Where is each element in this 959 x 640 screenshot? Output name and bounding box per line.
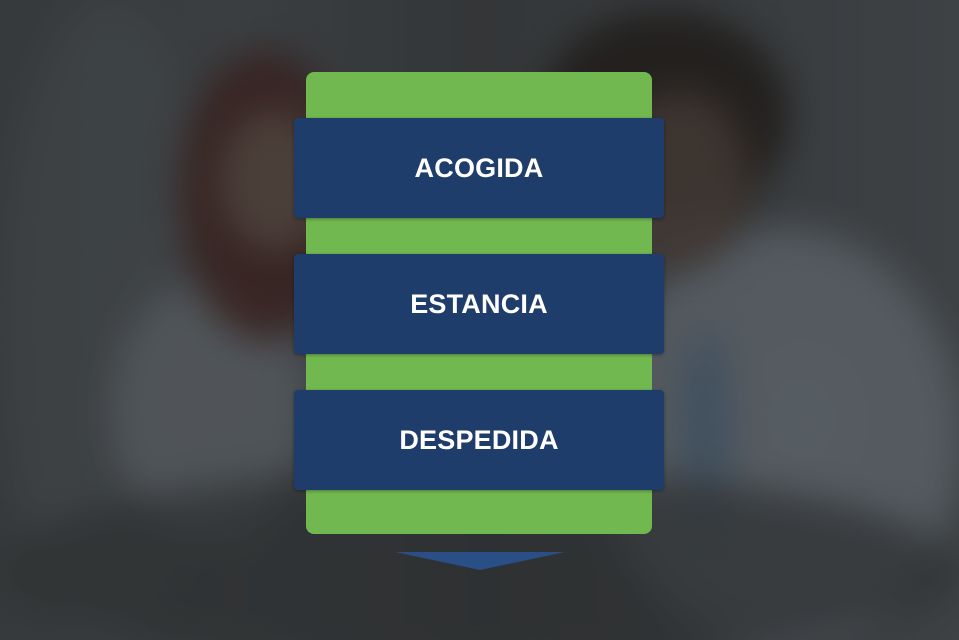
down-arrow-icon [395,552,565,570]
step-despedida: DESPEDIDA [294,390,664,490]
step-label: ESTANCIA [410,288,548,319]
step-label: DESPEDIDA [399,424,559,455]
step-label: ACOGIDA [414,152,544,183]
step-acogida: ACOGIDA [294,118,664,218]
step-estancia: ESTANCIA [294,254,664,354]
